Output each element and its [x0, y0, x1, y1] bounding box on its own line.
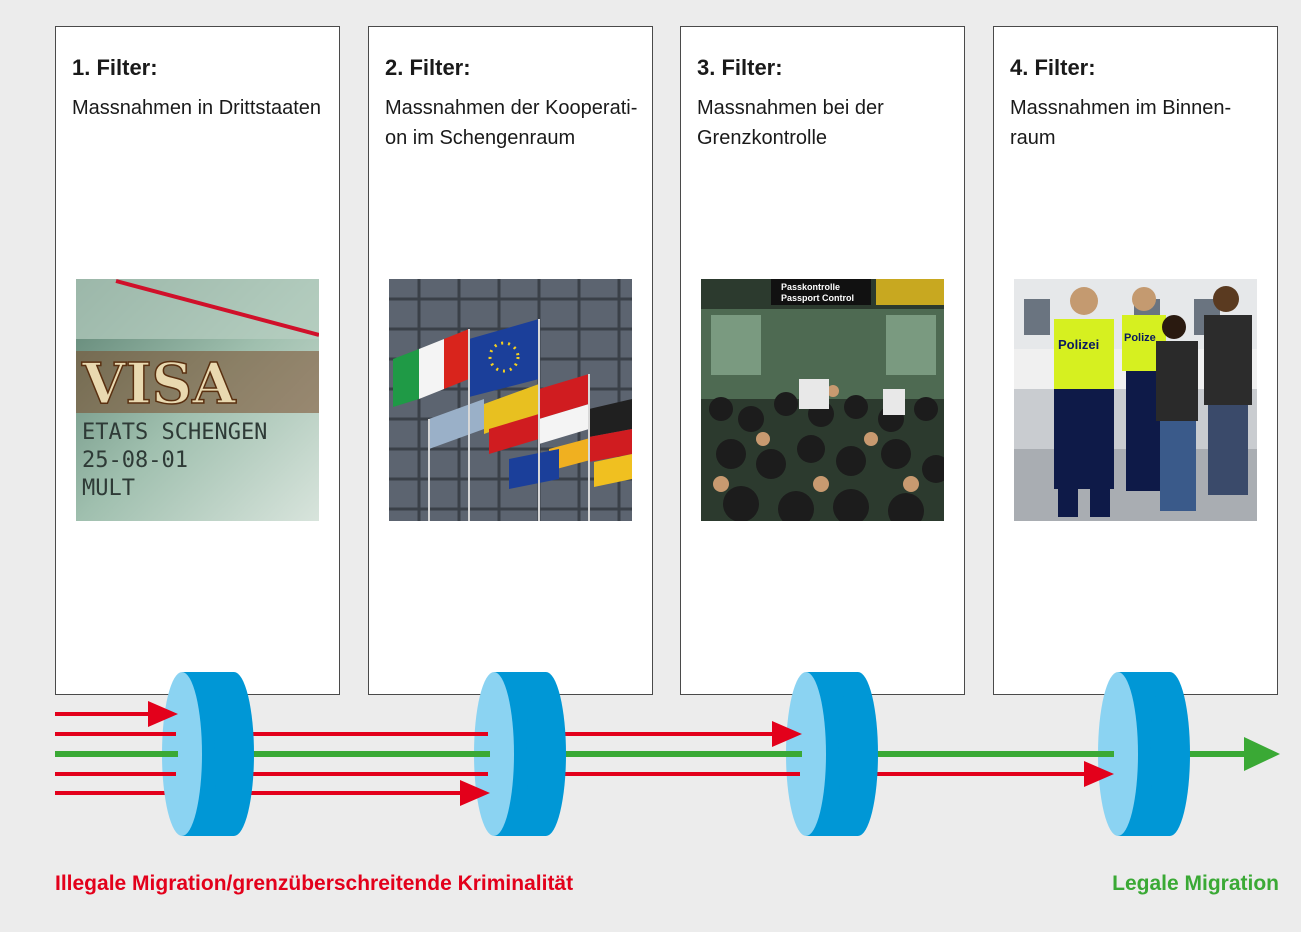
legal-migration-arrowhead — [1244, 737, 1280, 771]
filter-title: 1. Filter: — [72, 55, 158, 80]
filter-description-line: Massnahmen der Kooperati- — [385, 97, 638, 119]
filter-description: Massnahmen bei der Grenzkontrolle — [697, 93, 957, 153]
filter-description: Massnahmen der Kooperati- on im Schengen… — [385, 93, 645, 153]
filter-description-line: Massnahmen im Binnen- — [1010, 97, 1232, 119]
filter-title: 3. Filter: — [697, 55, 783, 80]
visa-line: 25-08-01 — [82, 448, 188, 473]
legal-migration-legend: Legale Migration — [1112, 872, 1279, 895]
filter-description-line: on im Schengenraum — [385, 127, 576, 149]
visa-word: VISA — [81, 351, 237, 417]
passport-sign-text: Passport Control — [781, 293, 854, 303]
filter-cylinder-3 — [786, 672, 878, 836]
visa-photo: VISA ETATS SCHENGEN 25-08-01 MULT — [76, 279, 319, 521]
filter-description-line: Massnahmen bei der — [697, 97, 884, 119]
filter-title: 2. Filter: — [385, 55, 471, 80]
visa-line: ETATS SCHENGEN — [82, 420, 267, 445]
arrowhead — [772, 721, 802, 747]
eu-flags-photo — [389, 279, 632, 521]
police-vest-text: Polizei — [1058, 337, 1099, 352]
filter-cylinder-4 — [1098, 672, 1190, 836]
police-vest-text: Polize — [1124, 332, 1156, 344]
illegal-migration-legend: Illegale Migration/grenzüberschreitende … — [55, 872, 574, 895]
filter-panel-4: 4. Filter: Massnahmen im Binnen- raum Po… — [993, 26, 1278, 695]
filter-title: 4. Filter: — [1010, 55, 1096, 80]
filter-cylinder-1 — [162, 672, 254, 836]
police-photo: Polizei Polize — [1014, 279, 1257, 521]
passport-control-photo: Passkontrolle Passport Control — [701, 279, 944, 521]
filter-panel-2: 2. Filter: Massnahmen der Kooperati- on … — [368, 26, 653, 695]
arrowhead — [148, 701, 178, 727]
filter-description: Massnahmen im Binnen- raum — [1010, 93, 1270, 153]
arrowhead — [460, 780, 490, 806]
arrowhead — [1084, 761, 1114, 787]
illegal-migration-lines — [55, 712, 1092, 795]
filter-description-line: Grenzkontrolle — [697, 127, 828, 149]
filter-description-line: raum — [1010, 127, 1056, 149]
filter-panel-1: 1. Filter: Massnahmen in Drittstaaten VI… — [55, 26, 340, 695]
passport-sign-text: Passkontrolle — [781, 282, 840, 292]
filter-description: Massnahmen in Drittstaaten — [72, 93, 332, 123]
filter-panel-3: 3. Filter: Massnahmen bei der Grenzkontr… — [680, 26, 965, 695]
visa-line: MULT — [82, 476, 135, 501]
filter-description-line: Massnahmen in Drittstaaten — [72, 97, 322, 119]
